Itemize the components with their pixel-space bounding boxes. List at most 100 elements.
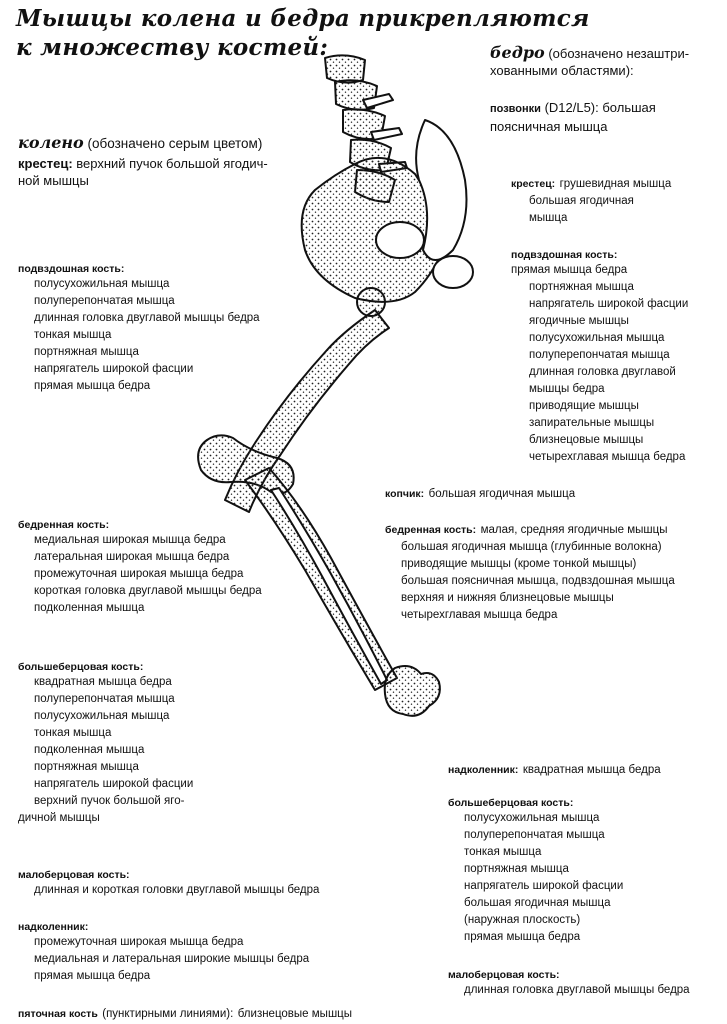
list-item: полусухожильная мышца	[464, 812, 600, 824]
list-item: большая поясничная мышца, подвздошная мы…	[401, 575, 675, 587]
knee-calcaneus-text: близнецовые мышцы	[237, 1008, 353, 1020]
hip-vertebrae: позвонки (D12/L5): большая	[490, 99, 720, 118]
list-item: малая, средняя ягодичные мышцы	[480, 524, 668, 536]
knee-note: (обозначено серым цветом)	[87, 136, 263, 151]
list-item: латеральная широкая мышца бедра	[34, 551, 230, 563]
pelvis	[300, 157, 446, 303]
knee-sacrum-text-2: ной мышцы	[18, 173, 89, 188]
list-item: большая ягодичная мышца	[464, 897, 611, 909]
leg-skeleton-illustration	[197, 54, 474, 717]
list-item: полуперепончатая мышца	[464, 829, 605, 841]
knee-fibula-section: малоберцовая кость: длинная и короткая г…	[18, 868, 319, 899]
list-item: квадратная мышца бедра	[34, 676, 172, 688]
ankle	[383, 665, 441, 717]
list-item: четырехглавая мышца бедра	[401, 609, 558, 621]
knee-patella-section: надколенник: промежуточная широкая мышца…	[18, 920, 309, 985]
hip-sacrum-head: крестец:	[511, 178, 556, 190]
hip-fibula-section: малоберцовая кость: длинная головка двуг…	[448, 968, 690, 999]
list-item: промежуточная широкая мышца бедра	[34, 936, 244, 948]
list-item: длинная и короткая головки двуглавой мыш…	[34, 884, 320, 896]
hip-coccyx-head: копчик:	[385, 488, 425, 500]
hip-patella-section: надколенник: квадратная мышца бедра	[448, 760, 661, 779]
knee-heading: колено	[18, 133, 84, 152]
list-item: мышца	[529, 212, 568, 224]
list-item: напрягатель широкой фасции	[34, 363, 194, 375]
hip-heading-line-1: бедро (обозначено незаштри-	[490, 44, 720, 62]
list-item: приводящие мышцы	[529, 400, 639, 412]
hip-femur-first-line: бедренная кость: малая, средняя ягодичны…	[385, 520, 675, 539]
hip-femur-head: бедренная кость:	[385, 524, 477, 536]
list-item: близнецовые мышцы	[529, 434, 644, 446]
knee-ilium-head: подвздошная кость:	[18, 263, 125, 275]
list-item: прямая мышца бедра	[34, 380, 151, 392]
list-item: полуперепончатая мышца	[529, 349, 670, 361]
list-item: портняжная мышца	[529, 281, 634, 293]
list-item: запирательные мышцы	[529, 417, 655, 429]
hip-vertebrae-text-1: (D12/L5): большая	[544, 100, 656, 115]
hip-vertebrae-text-2: поясничная мышца	[490, 119, 608, 134]
list-item: прямая мышца бедра	[511, 264, 628, 276]
title-line-1: Мышцы колена и бедра прикрепляются	[16, 5, 590, 32]
knee-ilium-section: подвздошная кость: полусухожильная мышца…	[18, 262, 260, 395]
page-title: Мышцы колена и бедра прикрепляются к мно…	[16, 4, 590, 62]
hip-coccyx-text: большая ягодичная мышца	[428, 488, 576, 500]
list-item: приводящие мышцы (кроме тонкой мышцы)	[401, 558, 637, 570]
list-item: портняжная мышца	[464, 863, 569, 875]
list-item: напрягатель широкой фасции	[464, 880, 624, 892]
knee-sacrum-label: крестец:	[18, 156, 73, 171]
list-item: медиальная широкая мышца бедра	[34, 534, 226, 546]
list-item: подколенная мышца	[34, 744, 145, 756]
hip-sacrum-first-line: крестец: грушевидная мышца	[511, 174, 671, 193]
knee-sacrum: крестец: верхний пучок большой ягодич-	[18, 155, 348, 172]
knee-intro: колено (обозначено серым цветом) крестец…	[18, 134, 348, 189]
list-item: длинная головка двуглавой мышцы бедра	[34, 312, 260, 324]
list-item: четырехглавая мышца бедра	[529, 451, 686, 463]
hip-heading: бедро	[490, 43, 545, 62]
title-line-2: к множеству костей:	[16, 34, 329, 61]
hip-ilium-section: подвздошная кость: прямая мышца бедра по…	[511, 248, 688, 466]
list-item: полуперепончатая мышца	[34, 295, 175, 307]
knee-calcaneus-head: пяточная кость	[18, 1008, 98, 1020]
list-item: портняжная мышца	[34, 761, 139, 773]
hip-patella-text: квадратная мышца бедра	[522, 764, 661, 776]
list-item: верхняя и нижняя близнецовые мышцы	[401, 592, 614, 604]
hip-tibia-head: большеберцовая кость:	[448, 797, 574, 809]
list-item: большая ягодичная	[529, 195, 634, 207]
list-item: тонкая мышца	[34, 329, 112, 341]
list-item: портняжная мышца	[34, 346, 139, 358]
hip-note-2: хованными областями):	[490, 63, 634, 78]
list-item: медиальная и латеральная широкие мышцы б…	[34, 953, 310, 965]
fibula	[270, 487, 388, 685]
list-item: мышцы бедра	[529, 383, 605, 395]
knee-calcaneus-note: (пунктирными линиями):	[102, 1008, 234, 1020]
list-item: верхний пучок большой яго-	[34, 795, 185, 807]
list-item: полусухожильная мышца	[529, 332, 665, 344]
list-item: полусухожильная мышца	[34, 710, 170, 722]
list-item: полусухожильная мышца	[34, 278, 170, 290]
hip-tibia-section: большеберцовая кость: полусухожильная мы…	[448, 796, 623, 946]
list-item: полуперепончатая мышца	[34, 693, 175, 705]
hip-note-1: (обозначено незаштри-	[548, 46, 690, 61]
knee-heading-line: колено (обозначено серым цветом)	[18, 134, 348, 152]
hip-coccyx-section: копчик: большая ягодичная мышца	[385, 484, 575, 503]
list-item: грушевидная мышца	[559, 178, 672, 190]
list-item: промежуточная широкая мышца бедра	[34, 568, 244, 580]
hip-intro: бедро (обозначено незаштри- хованными об…	[490, 44, 720, 135]
knee-femur-section: бедренная кость: медиальная широкая мышц…	[18, 518, 262, 617]
list-item: напрягатель широкой фасции	[34, 778, 194, 790]
knee-sacrum-text-1: верхний пучок большой ягодич-	[76, 156, 268, 171]
list-item-continuation: дичной мышцы	[18, 812, 100, 824]
knee-femur-head: бедренная кость:	[18, 519, 110, 531]
list-item: прямая мышца бедра	[464, 931, 581, 943]
knee-calcaneus-section: пяточная кость (пунктирными линиями): бл…	[18, 1004, 352, 1023]
list-item: подколенная мышца	[34, 602, 145, 614]
knee-tibia-section: большеберцовая кость: квадратная мышца б…	[18, 660, 193, 827]
hip-vertebrae-label: позвонки	[490, 103, 541, 115]
list-item: напрягатель широкой фасции	[529, 298, 689, 310]
list-item: большая ягодичная мышца (глубинные волок…	[401, 541, 662, 553]
hip-fibula-head: малоберцовая кость:	[448, 969, 560, 981]
list-item: (наружная плоскость)	[464, 914, 581, 926]
knee-patella-head: надколенник:	[18, 921, 89, 933]
hip-patella-head: надколенник:	[448, 764, 519, 776]
hip-femur-section: бедренная кость: малая, средняя ягодичны…	[385, 520, 675, 624]
